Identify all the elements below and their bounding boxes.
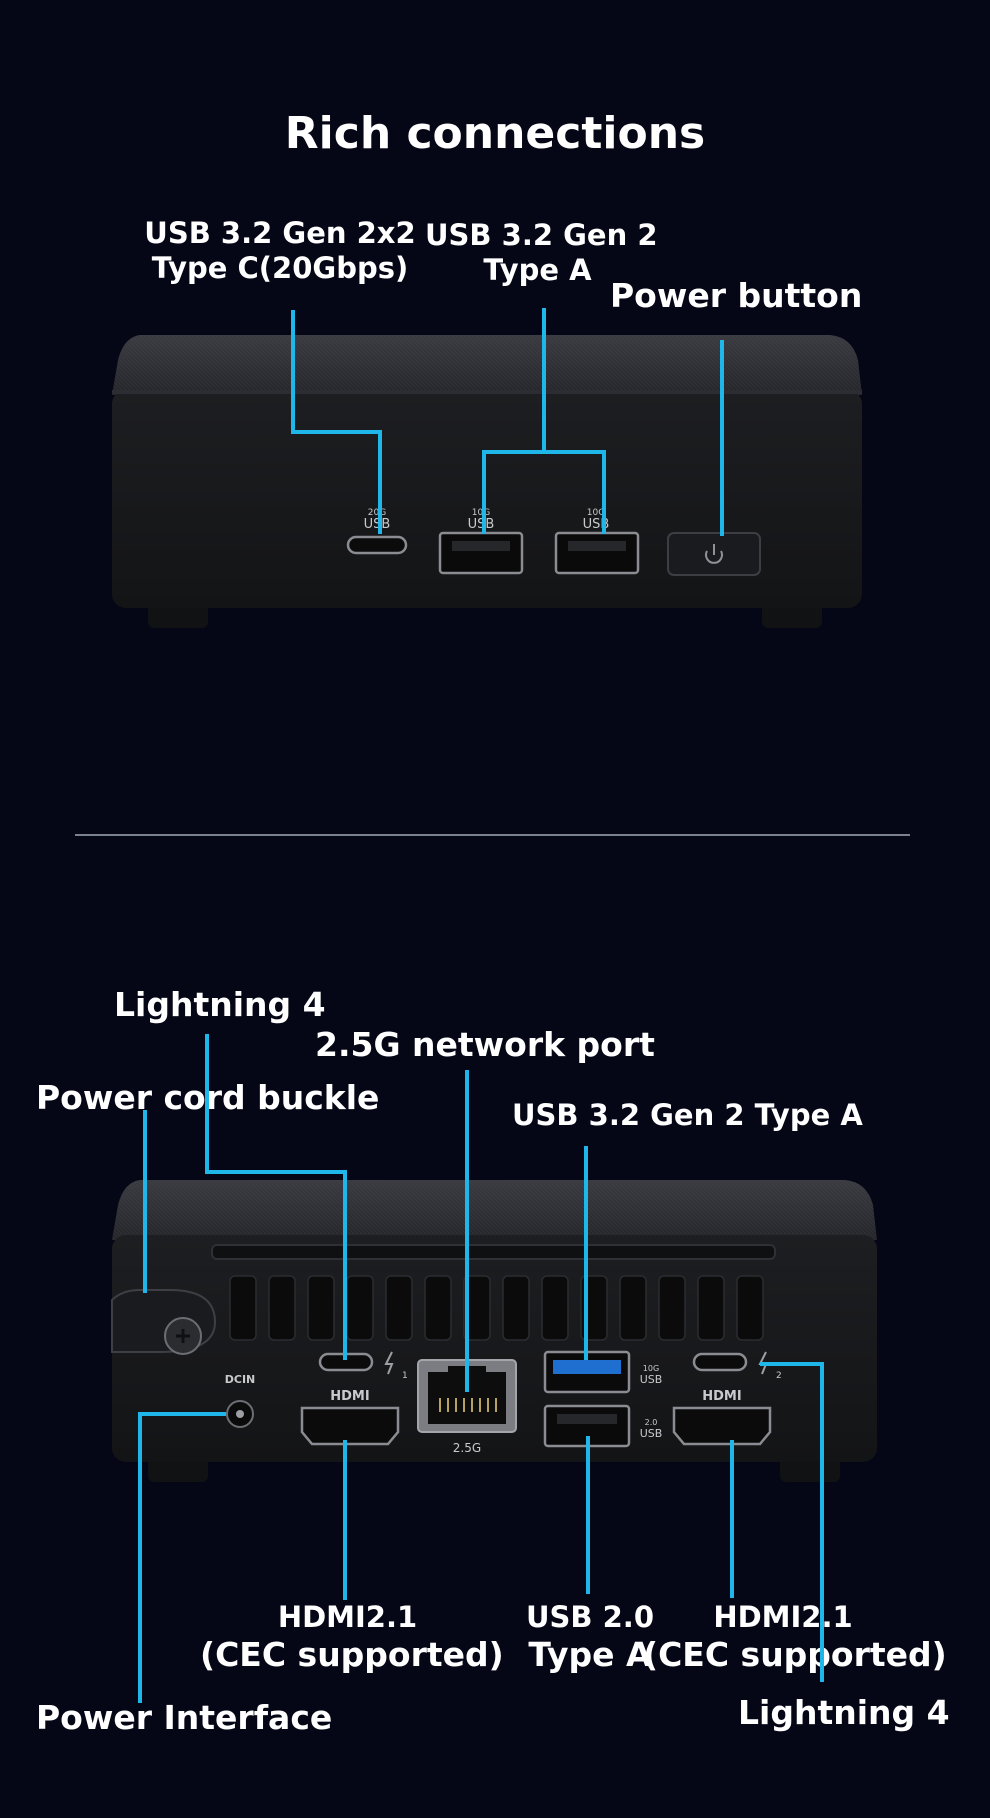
port-mark: 10G xyxy=(643,1364,659,1373)
usb-c-port xyxy=(346,535,408,555)
port-mark: 2.5G xyxy=(453,1441,481,1455)
port-mark: 2 xyxy=(776,1371,782,1381)
lightning-4-label-right: Lightning 4 xyxy=(738,1693,950,1732)
hdmi-right-label: HDMI2.1 (CEC supported) xyxy=(643,1600,947,1674)
thunderbolt-icon xyxy=(384,1351,394,1375)
network-port-label: 2.5G network port xyxy=(315,1025,655,1064)
port-mark: USB xyxy=(640,1373,663,1386)
usb-2-label: USB 2.0 Type A xyxy=(525,1600,654,1674)
port-mark: 1 xyxy=(402,1371,408,1381)
power-button-label: Power button xyxy=(610,276,863,315)
section-divider xyxy=(75,834,910,836)
port-mark: HDMI xyxy=(702,1389,741,1404)
hdmi-left-label: HDMI2.1 (CEC supported) xyxy=(200,1600,504,1674)
usb-a-label-bottom: USB 3.2 Gen 2 Type A xyxy=(512,1098,863,1132)
power-interface-label: Power Interface xyxy=(36,1698,333,1737)
vent-slot-top xyxy=(211,1244,776,1260)
power-cord-buckle xyxy=(111,1289,217,1355)
port-mark: USB xyxy=(468,517,495,532)
usb-c-label: USB 3.2 Gen 2x2 Type C(20Gbps) xyxy=(144,216,416,285)
thunderbolt-port-2 xyxy=(692,1352,748,1372)
hdmi-port-right xyxy=(672,1406,772,1446)
usb-a-label-top: USB 3.2 Gen 2 Type A xyxy=(425,218,658,287)
port-mark: USB xyxy=(364,517,391,532)
power-icon xyxy=(705,544,723,564)
callout-lines-bottom xyxy=(138,1034,824,1703)
port-mark: 20G xyxy=(368,508,386,518)
port-mark: 2.0 xyxy=(645,1418,658,1427)
port-mark: USB xyxy=(640,1427,663,1440)
hdmi-port-left xyxy=(300,1406,400,1446)
port-mark: HDMI xyxy=(330,1389,369,1404)
page-title: Rich connections xyxy=(284,108,706,159)
port-mark: 10G xyxy=(587,508,605,518)
lightning-4-label-left: Lightning 4 xyxy=(114,985,326,1024)
port-mark: 10G xyxy=(472,508,490,518)
callout-lines-top xyxy=(291,308,724,536)
port-mark: DCIN xyxy=(225,1373,256,1386)
